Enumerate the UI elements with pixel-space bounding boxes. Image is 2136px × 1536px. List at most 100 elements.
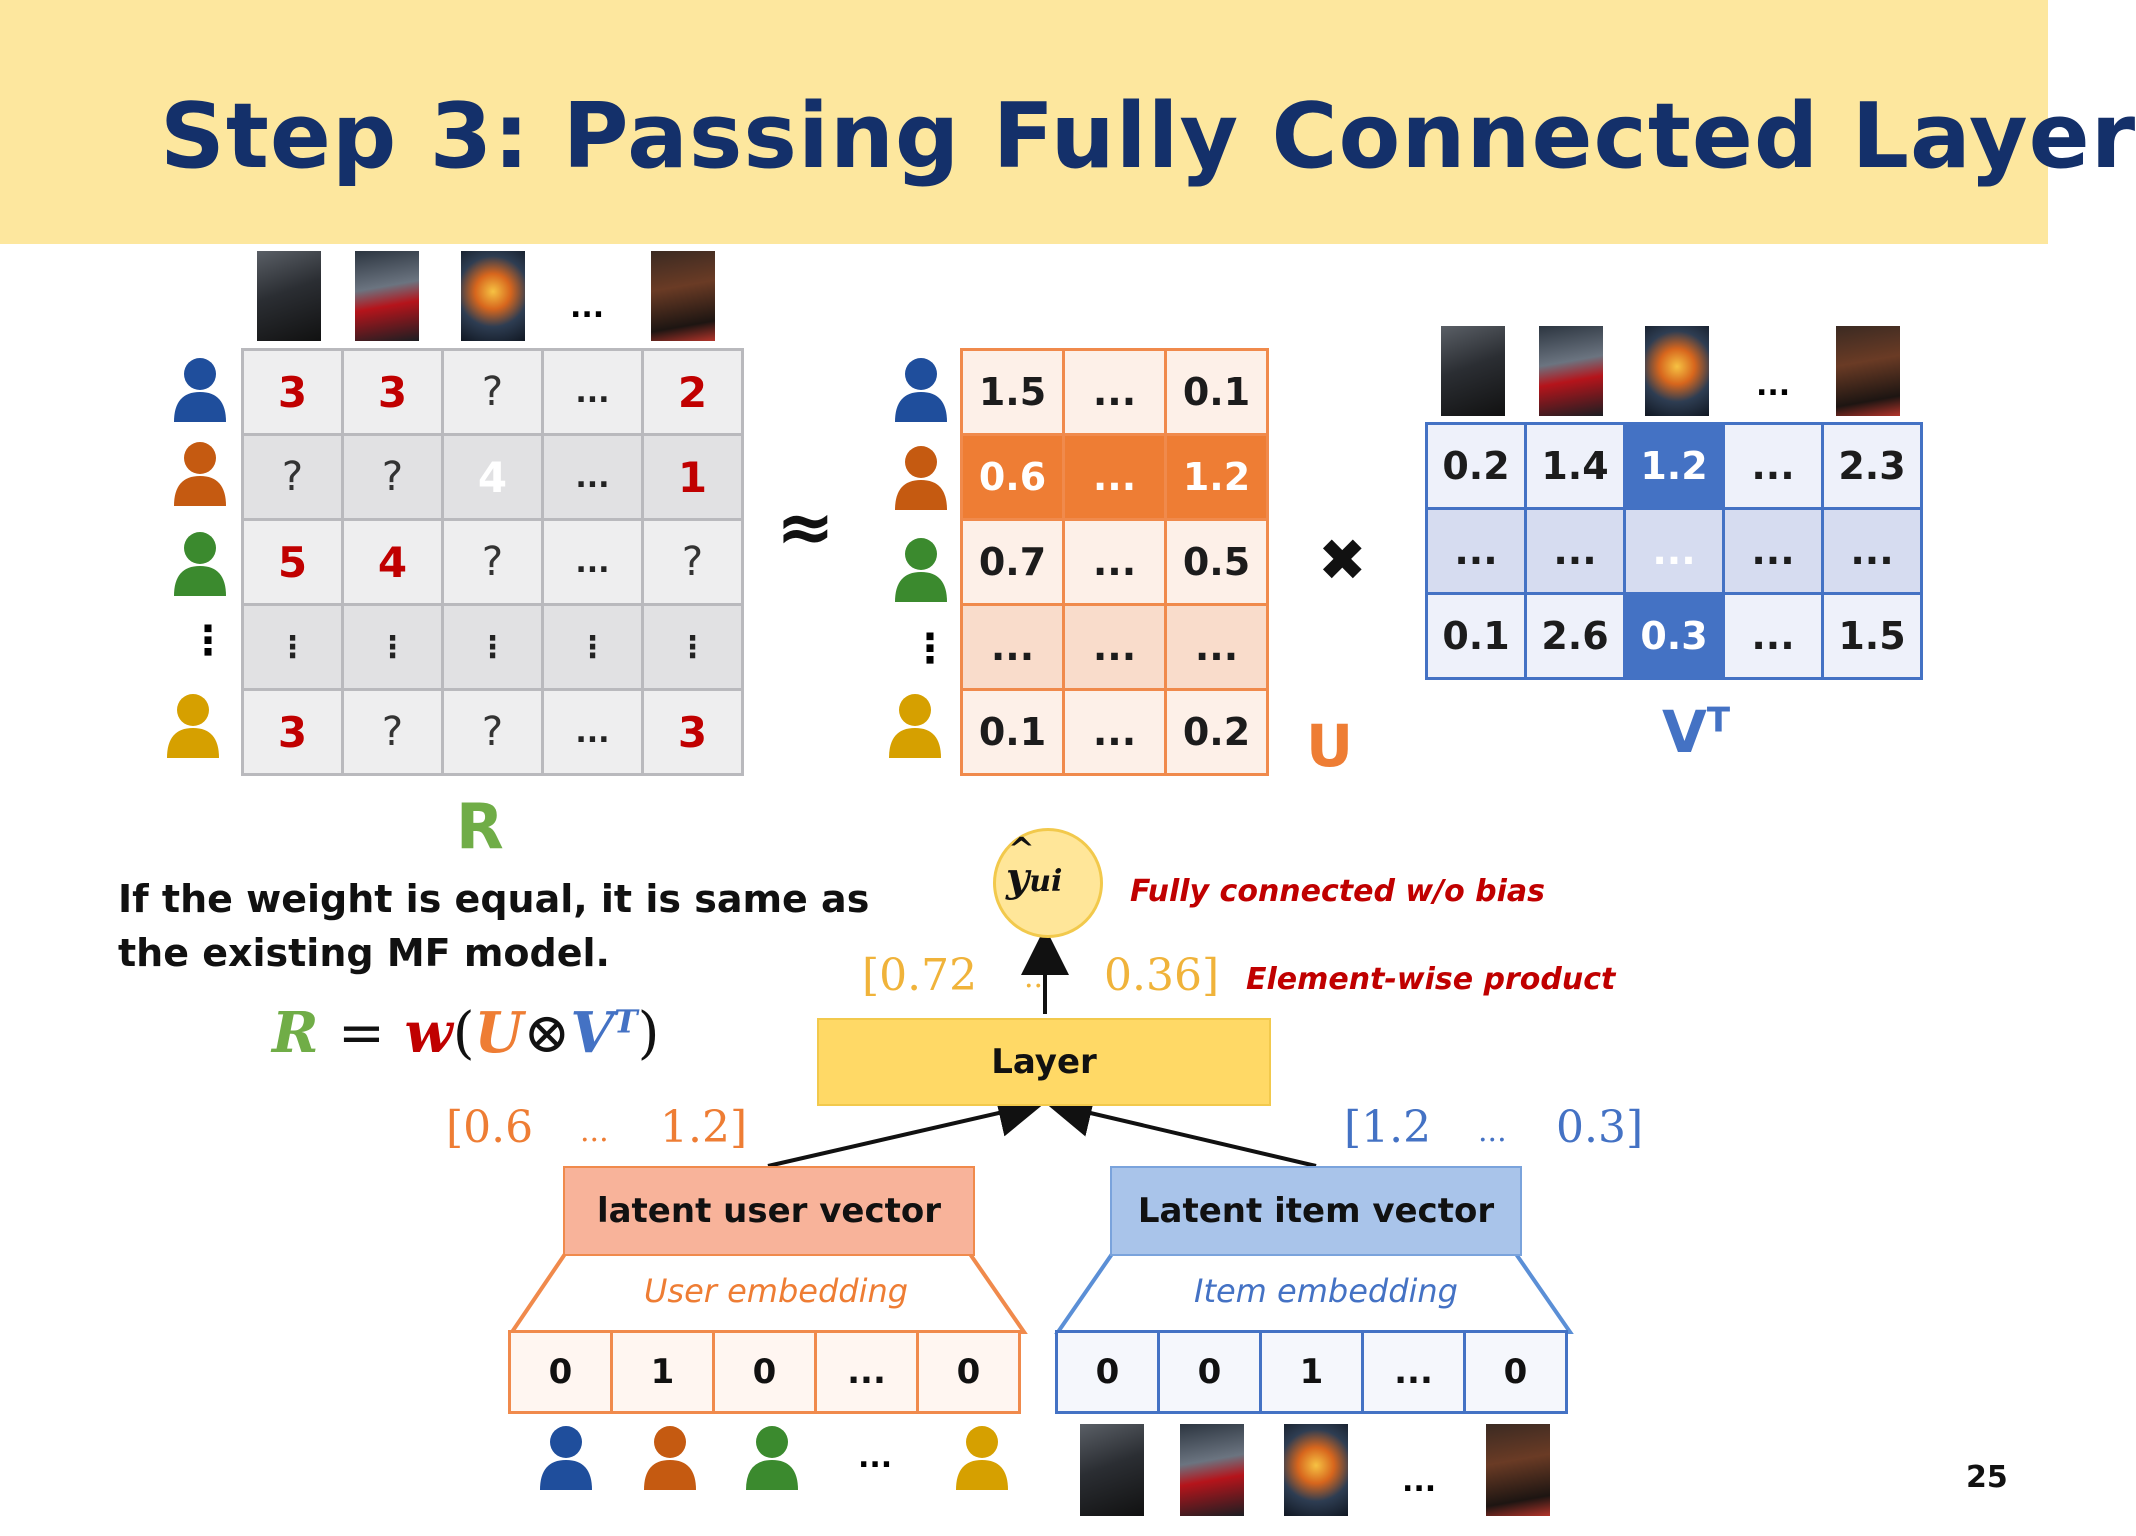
cell: 0.1 xyxy=(960,688,1065,776)
item-onehot-vector: 0 0 1 ... 0 xyxy=(1055,1330,1568,1414)
user-green-icon xyxy=(174,532,226,596)
cell: 0 xyxy=(916,1330,1021,1414)
cell: ... xyxy=(1524,507,1626,595)
arrow-user-to-layer xyxy=(767,1089,1046,1168)
cell: 1 xyxy=(1259,1330,1364,1414)
explanation-note: If the weight is equal, it is same as th… xyxy=(118,872,869,980)
table-row: ... ... ... xyxy=(960,603,1269,691)
item-matrix-vt: 0.2 1.4 1.2 ... 2.3 ... ... ... ... ... … xyxy=(1425,422,1923,680)
user-vector-end: 1.2] xyxy=(660,1102,748,1153)
vt-label-superscript: T xyxy=(1706,700,1731,741)
table-row: 5 4 ? ... ? xyxy=(241,518,744,606)
user-orange-icon xyxy=(895,446,947,510)
user-onehot-vector: 0 1 0 ... 0 xyxy=(508,1330,1021,1414)
cell: ? xyxy=(441,688,544,776)
cell: ⋮ xyxy=(441,603,544,691)
mf-formula: R = w(U⊗VT) xyxy=(272,1000,659,1066)
u-matrix-label: U xyxy=(1306,712,1354,780)
formula-transpose: T xyxy=(613,1002,638,1041)
movie-poster-3-icon xyxy=(1284,1424,1348,1516)
cell: ⋮ xyxy=(341,603,444,691)
table-row: 3 3 ? ... 2 xyxy=(241,348,744,436)
cell: 2.3 xyxy=(1821,422,1923,510)
cell: ... xyxy=(1062,433,1167,521)
fully-connected-layer: Layer xyxy=(817,1018,1271,1106)
note-line-1: If the weight is equal, it is same as xyxy=(118,877,870,921)
cell: 0 xyxy=(1463,1330,1568,1414)
movie-poster-3-icon xyxy=(461,251,525,341)
highlighted-cell: ... xyxy=(1623,507,1725,595)
user-yellow-icon xyxy=(889,694,941,758)
cell: ... xyxy=(541,518,644,606)
table-row: ⋮ ⋮ ⋮ ⋮ ⋮ xyxy=(241,603,744,691)
cell: ... xyxy=(541,348,644,436)
cell: ... xyxy=(1361,1330,1466,1414)
title-banner xyxy=(0,0,2048,244)
user-yellow-icon xyxy=(167,694,219,758)
fc-label: Fully connected w/o bias xyxy=(1130,874,1545,909)
cell: 3 xyxy=(241,348,344,436)
highlighted-cell: 0.3 xyxy=(1623,592,1725,680)
cell: 0.2 xyxy=(1164,688,1269,776)
item-vector-end: 0.3] xyxy=(1556,1102,1644,1153)
cell: ⋮ xyxy=(541,603,644,691)
output-y-hat: y^ui xyxy=(1006,830,1063,901)
movie-poster-4-icon xyxy=(1836,326,1900,416)
item-vector-ellipsis: ... xyxy=(1478,1114,1507,1149)
output-y-letter: y xyxy=(1006,854,1030,901)
movie-poster-1-icon xyxy=(1080,1424,1144,1516)
network-connectors xyxy=(508,927,1574,1334)
output-node xyxy=(993,828,1103,938)
page-number: 25 xyxy=(1966,1460,2008,1495)
output-y: y^ xyxy=(1006,830,1035,901)
user-embedding-label: User embedding xyxy=(644,1272,909,1310)
cell: ... xyxy=(1722,507,1824,595)
cell: ⋮ xyxy=(641,603,744,691)
user-green-icon xyxy=(895,538,947,602)
output-subscript: ui xyxy=(1029,864,1063,899)
rating-matrix-r: 3 3 ? ... 2 ? ? 4 ... 1 5 4 ? ... ? ⋮ ⋮ … xyxy=(241,348,744,776)
approx-symbol: ≈ xyxy=(776,486,835,568)
poster-ellipsis: ... xyxy=(1756,368,1791,403)
cell: ... xyxy=(1425,507,1527,595)
cell: ... xyxy=(1164,603,1269,691)
user-yellow-icon xyxy=(956,1426,1008,1490)
table-row: 0 1 0 ... 0 xyxy=(508,1330,1021,1414)
table-row: 0.1 ... 0.2 xyxy=(960,688,1269,776)
cell: 1.4 xyxy=(1524,422,1626,510)
cell: ? xyxy=(241,433,344,521)
highlighted-row: 0.6 ... 1.2 xyxy=(960,433,1269,521)
cell: ... xyxy=(541,688,644,776)
movie-poster-2-icon xyxy=(355,251,419,341)
cell: 2 xyxy=(641,348,744,436)
cell: 0 xyxy=(712,1330,817,1414)
cell: 0.2 xyxy=(1425,422,1527,510)
table-row: 0.7 ... 0.5 xyxy=(960,518,1269,606)
cell: ? xyxy=(441,348,544,436)
movie-poster-2-icon xyxy=(1539,326,1603,416)
cell: 1.2 xyxy=(1164,433,1269,521)
movie-poster-1-icon xyxy=(257,251,321,341)
user-orange-icon xyxy=(644,1426,696,1490)
cell: 0 xyxy=(1055,1330,1160,1414)
formula-v: V xyxy=(570,1000,614,1066)
cell: ... xyxy=(1821,507,1923,595)
user-green-icon xyxy=(746,1426,798,1490)
user-vector-start: [0.6 xyxy=(446,1102,534,1153)
arrow-item-to-layer xyxy=(1044,1089,1317,1168)
cell: 0.6 xyxy=(960,433,1065,521)
multiply-symbol: ✖ xyxy=(1318,526,1367,594)
latent-user-vector-box: latent user vector xyxy=(563,1166,975,1256)
table-row: ... ... ... ... ... xyxy=(1425,507,1923,595)
item-embedding-label: Item embedding xyxy=(1194,1272,1458,1310)
vt-label-base: V xyxy=(1662,698,1707,766)
table-row: 3 ? ? ... 3 xyxy=(241,688,744,776)
movie-poster-3-icon xyxy=(1645,326,1709,416)
latent-item-vector-box: Latent item vector xyxy=(1110,1166,1522,1256)
cell: ⋮ xyxy=(241,603,344,691)
cell: ... xyxy=(1062,348,1167,436)
table-row: 0.1 2.6 0.3 ... 1.5 xyxy=(1425,592,1923,680)
formula-otimes: ⊗ xyxy=(523,1001,571,1066)
cell: 1.5 xyxy=(1821,592,1923,680)
bottom-poster-ellipsis: ... xyxy=(1402,1464,1437,1499)
